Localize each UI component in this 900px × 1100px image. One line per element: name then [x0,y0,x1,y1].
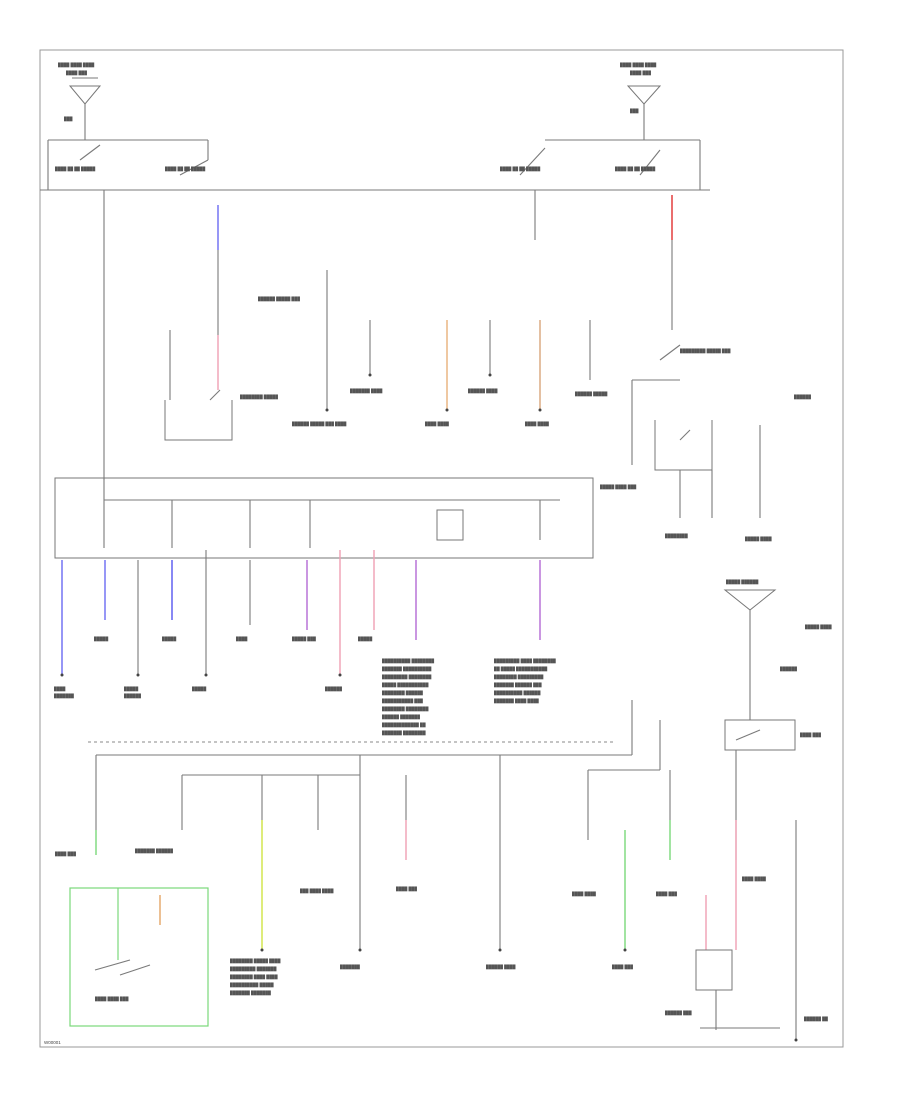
branch-wires-middle [60,550,541,677]
svg-text:███████████ ███: ███████████ ███ [382,698,423,704]
svg-text:████ ███: ████ ███ [55,851,76,857]
svg-text:████ ██ ██ █████: ████ ██ ██ █████ [165,166,205,172]
svg-text:█████████ █████ ███: █████████ █████ ███ [680,348,731,354]
svg-text:██ █████ ███████████: ██ █████ ███████████ [494,666,547,672]
svg-text:██████████ ████████: ██████████ ████████ [382,658,434,664]
svg-text:███: ███ [64,116,73,122]
svg-text:██████ ██: ██████ ██ [804,1016,828,1022]
svg-text:████ ███: ████ ███ [396,886,417,892]
svg-text:████████ █████: ████████ █████ [240,394,278,400]
svg-text:██████ █████ ███: ██████ █████ ███ [258,296,300,302]
svg-text:████ ████ ████: ████ ████ ████ [58,62,94,68]
svg-text:█████: █████ [162,636,176,642]
relay-lower-right: ██████ ███ [665,949,780,1030]
svg-text:██████ ████: ██████ ████ [486,964,516,970]
svg-text:████: ████ [236,636,248,642]
ground-right-middle: █████ ██████ █████ ████ ██████ ████ ███ [723,579,832,860]
svg-text:█████████ ████ ████████: █████████ ████ ████████ [494,658,556,664]
svg-text:█████████ ███████: █████████ ███████ [230,966,277,972]
svg-text:███: ███ [630,108,639,114]
svg-text:████ ████ ████: ████ ████ ████ [620,62,656,68]
svg-text:███ ████ ████: ███ ████ ████ [300,888,334,894]
svg-text:█████: █████ [358,636,372,642]
junction-block-main: █████ ████ ███ [54,477,636,559]
relay-box-left: ████████ █████ [164,330,278,441]
svg-text:██████ █████ ███ ████: ██████ █████ ███ ████ [292,421,347,427]
component-labels-row2: ████ ███ ███████ ██████ ████████ █████ █… [55,848,828,1022]
svg-text:████████ ████ ████: ████████ ████ ████ [230,974,278,980]
svg-text:████ ███: ████ ███ [630,70,651,76]
lower-bus [95,720,671,840]
svg-text:█████ ████ ███: █████ ████ ███ [600,484,636,490]
svg-text:█████████████ ██: █████████████ ██ [382,722,426,728]
svg-text:█████████ ████████: █████████ ████████ [382,674,431,680]
svg-text:██████ ███: ██████ ███ [665,1010,692,1016]
svg-text:██████ █████: ██████ █████ [575,391,607,397]
diagram-border [39,49,844,1048]
svg-text:███████ ████ ████: ███████ ████ ████ [494,698,539,704]
battery-terminal-right: ████ ████ ████ ████ ███ ███ [620,62,662,140]
svg-text:███████: ███████ [54,693,74,699]
svg-text:████ ███: ████ ███ [656,891,677,897]
svg-text:████████ █████ ████: ████████ █████ ████ [230,958,281,964]
svg-text:████████ █████████: ████████ █████████ [494,674,543,680]
component-labels-row1: ████ ███████ █████ █████ ██████ █████ ██… [54,636,556,736]
svg-text:█████ ████: █████ ████ [745,536,772,542]
svg-text:████ ██ ██ █████: ████ ██ ██ █████ [500,166,540,172]
svg-text:██████████ ██████: ██████████ ██████ [494,690,541,696]
svg-text:████ ███: ████ ███ [66,70,87,76]
svg-text:████ ████: ████ ████ [572,891,596,897]
svg-text:██████ ████: ██████ ████ [468,388,498,394]
svg-text:██████: ██████ [325,686,342,692]
svg-text:████: ████ [54,686,66,692]
fuse-labels-upper: ██████ █████ ███ ██████ █████ ███ ████ █… [258,270,607,427]
svg-text:████ ████: ████ ████ [742,876,766,882]
svg-text:███████ ████: ███████ ████ [350,388,382,394]
svg-text:██████: ██████ [124,693,141,699]
svg-text:██████: ██████ [780,666,797,672]
svg-text:█████ ██████: █████ ██████ [726,579,758,585]
svg-text:█████: █████ [94,636,108,642]
svg-text:████████ ████████: ████████ ████████ [382,706,429,712]
svg-text:████ ███: ████ ███ [612,964,633,970]
svg-text:█████ ████: █████ ████ [805,624,832,630]
svg-text:████ ███: ████ ███ [800,732,821,738]
svg-text:█████ ███: █████ ███ [292,636,316,642]
svg-text:███████ ██████████: ███████ ██████████ [382,666,431,672]
svg-text:███████: ███████ [340,964,360,970]
relay-cluster-right: █████████ █████ ███ ██████ ████████ ████… [631,344,811,542]
svg-text:█████: █████ [124,686,138,692]
svg-text:██████ ███████: ██████ ███████ [382,714,420,720]
switch-box-lower-left: ████ ████ ███ [69,887,209,1027]
branch-wires-lower [95,820,798,1042]
svg-text:███████ ███████: ███████ ███████ [230,990,271,996]
svg-text:████████ ██████: ████████ ██████ [382,690,423,696]
svg-text:██████████ █████: ██████████ █████ [230,982,274,988]
svg-text:██████: ██████ [794,394,811,400]
svg-text:███████ ██████: ███████ ██████ [135,848,173,854]
figure-id: W00001 [44,1040,61,1045]
svg-text:████ ████: ████ ████ [425,421,449,427]
svg-text:████████: ████████ [665,533,688,539]
ignition-switch-bus: ████ ██ ██ █████ ████ ██ ██ █████ ████ █… [40,139,710,191]
svg-text:█████: █████ [192,686,206,692]
svg-text:█████ ███████████: █████ ███████████ [382,682,429,688]
svg-text:███████ ████████: ███████ ████████ [382,730,426,736]
svg-text:████ ██ ██ █████: ████ ██ ██ █████ [55,166,95,172]
battery-terminal-left: ████ ████ ████ ████ ███ ███ [58,62,102,140]
svg-text:████ ████ ███: ████ ████ ███ [95,996,129,1002]
svg-text:███████ ██████ ███: ███████ ██████ ███ [494,682,542,688]
svg-text:████ ████: ████ ████ [525,421,549,427]
svg-text:████ ██ ██ █████: ████ ██ ██ █████ [615,166,655,172]
